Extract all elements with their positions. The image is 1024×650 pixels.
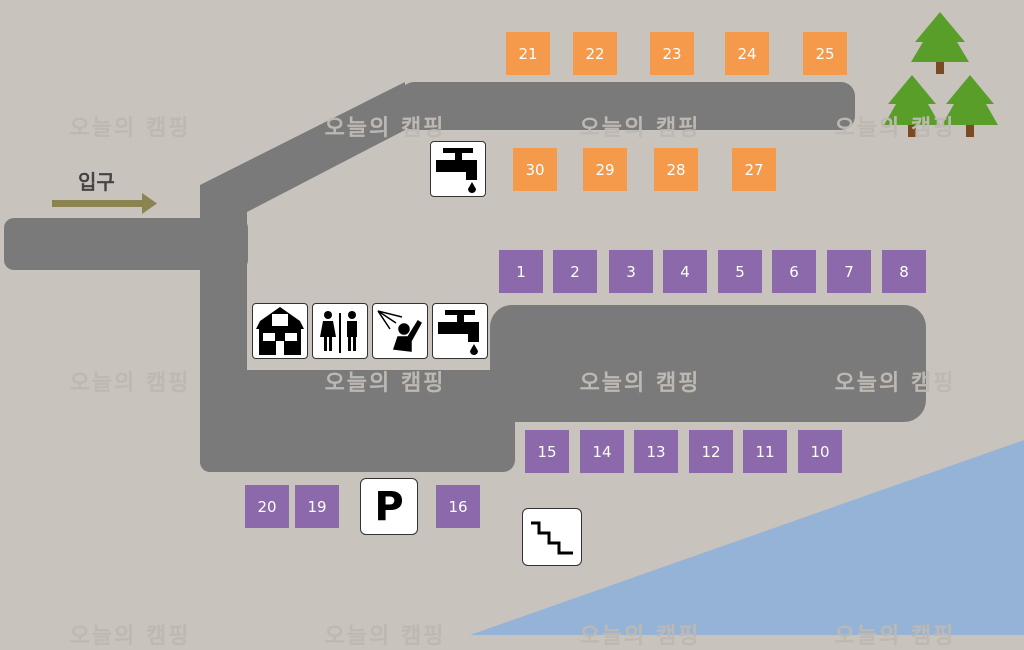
watermark: 오늘의 캠핑 xyxy=(579,624,701,649)
watermark: 오늘의 캠핑 xyxy=(69,116,191,141)
watermark: 오늘의 캠핑 xyxy=(69,624,191,649)
map-base xyxy=(4,12,1024,635)
water-tap-icon xyxy=(430,141,486,197)
campsite[interactable]: 24 xyxy=(725,32,769,75)
diagonal-road xyxy=(200,82,405,240)
restroom-icon xyxy=(312,303,368,359)
entrance-road xyxy=(4,218,248,270)
top-road xyxy=(400,82,855,130)
loop-road xyxy=(490,305,926,422)
campsite[interactable]: 30 xyxy=(513,148,557,191)
campsite[interactable]: 28 xyxy=(654,148,698,191)
roads xyxy=(4,82,926,472)
campsite[interactable]: 13 xyxy=(634,430,678,473)
campsite[interactable]: 25 xyxy=(803,32,847,75)
tree-icon xyxy=(884,12,998,137)
campsite[interactable]: 29 xyxy=(583,148,627,191)
campsite[interactable]: 16 xyxy=(436,485,480,528)
campsite[interactable]: 5 xyxy=(718,250,762,293)
campsite[interactable]: 27 xyxy=(732,148,776,191)
campsite[interactable]: 12 xyxy=(689,430,733,473)
campsite[interactable]: 20 xyxy=(245,485,289,528)
watermark: 오늘의 캠핑 xyxy=(324,371,446,396)
water-tap-icon xyxy=(432,303,488,359)
campsite[interactable]: 7 xyxy=(827,250,871,293)
campsite[interactable]: 10 xyxy=(798,430,842,473)
campsite[interactable]: 8 xyxy=(882,250,926,293)
campsite[interactable]: 2 xyxy=(553,250,597,293)
campsite[interactable]: 14 xyxy=(580,430,624,473)
watermark: 오늘의 캠핑 xyxy=(834,371,956,396)
parking-icon: P xyxy=(360,478,418,535)
watermark: 오늘의 캠핑 xyxy=(579,116,701,141)
shower-icon xyxy=(372,303,428,359)
campsite[interactable]: 11 xyxy=(743,430,787,473)
lake xyxy=(470,440,1024,635)
arrow-icon xyxy=(52,193,157,214)
stairs-icon xyxy=(522,508,582,566)
watermark: 오늘의 캠핑 xyxy=(69,371,191,396)
watermark: 오늘의 캠핑 xyxy=(324,116,446,141)
campsite[interactable]: 6 xyxy=(772,250,816,293)
campsite[interactable]: 3 xyxy=(609,250,653,293)
watermark: 오늘의 캠핑 xyxy=(579,371,701,396)
campsite[interactable]: 1 xyxy=(499,250,543,293)
watermark: 오늘의 캠핑 xyxy=(834,624,956,649)
watermark: 오늘의 캠핑 xyxy=(324,624,446,649)
campsite[interactable]: 22 xyxy=(573,32,617,75)
campsite[interactable]: 19 xyxy=(295,485,339,528)
campsite[interactable]: 15 xyxy=(525,430,569,473)
campsite[interactable]: 23 xyxy=(650,32,694,75)
watermark: 오늘의 캠핑 xyxy=(834,116,956,141)
campsite[interactable]: 21 xyxy=(506,32,550,75)
office-building-icon xyxy=(252,303,308,359)
campsite[interactable]: 4 xyxy=(663,250,707,293)
entrance-label: 입구 xyxy=(78,170,115,194)
bottom-road xyxy=(200,370,515,472)
